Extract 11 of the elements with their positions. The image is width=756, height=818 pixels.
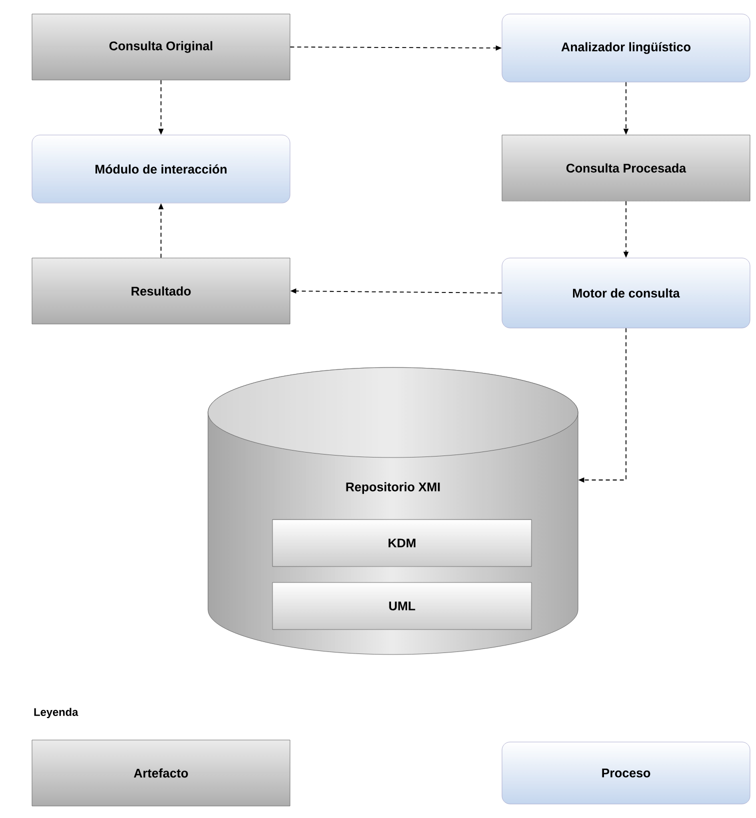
model-box: KDM	[272, 519, 532, 567]
process-box: Motor de consulta	[502, 258, 750, 328]
process-box: Módulo de interacción	[32, 134, 290, 204]
artifact-box: Consulta Procesada	[502, 134, 750, 202]
model-box: UML	[272, 582, 532, 630]
artifact-box: Resultado	[32, 258, 290, 324]
process-box: Analizador lingüístico	[502, 14, 750, 82]
artifact-box: Consulta Original	[32, 14, 290, 80]
legend-title: Leyenda	[34, 708, 78, 718]
legend-item: Artefacto	[32, 740, 290, 806]
legend-item: Proceso	[502, 742, 750, 804]
